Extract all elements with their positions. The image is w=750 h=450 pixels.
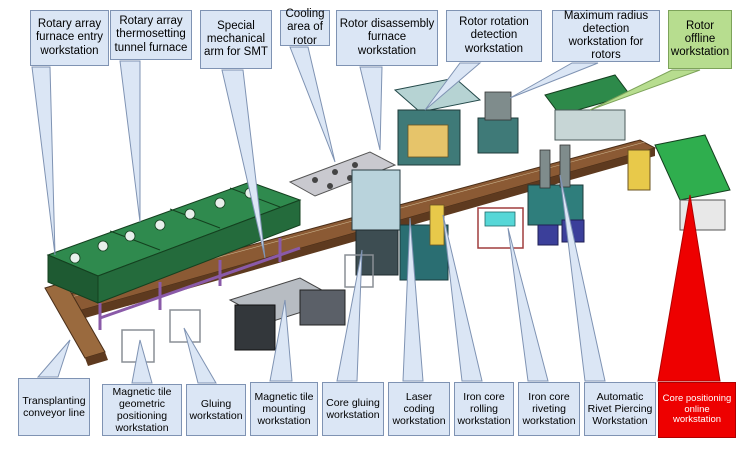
label-text: Rotary array thermosetting tunnel furnac… xyxy=(114,15,188,54)
label-text: Special mechanical arm for SMT xyxy=(204,19,268,59)
label-laser-coding: Laser coding workstation xyxy=(388,382,450,436)
label-text: Cooling area of rotor xyxy=(285,8,325,47)
leader-core-online xyxy=(657,194,721,382)
label-disassembly: Rotor disassembly furnace workstation xyxy=(336,10,438,66)
label-furnace-entry: Rotary array furnace entry workstation xyxy=(30,10,109,66)
leader-disassembly xyxy=(359,66,383,151)
label-smt-arm: Special mechanical arm for SMT xyxy=(200,10,272,69)
leader-smt-arm xyxy=(221,69,266,259)
label-text: Laser coding workstation xyxy=(392,390,446,428)
leader-rivet-piercing xyxy=(559,174,606,382)
furnace-support-frame xyxy=(98,238,301,330)
label-text: Automatic Rivet Piercing Workstation xyxy=(587,390,653,428)
label-text: Iron core riveting workstation xyxy=(522,390,576,428)
leader-rotation-detection xyxy=(424,62,482,111)
piercing-stations xyxy=(527,144,585,246)
label-rivet-piercing: Automatic Rivet Piercing Workstation xyxy=(584,382,656,436)
label-text: Magnetic tile mounting workstation xyxy=(254,390,314,428)
radius-detection-station xyxy=(477,91,519,154)
label-transplanting: Transplanting conveyor line xyxy=(18,378,90,436)
label-text: Magnetic tile geometric positioning work… xyxy=(112,385,172,435)
label-core-gluing: Core gluing workstation xyxy=(322,382,384,436)
leader-core-rolling xyxy=(442,214,483,382)
leader-gluing xyxy=(183,327,217,384)
label-geometric-positioning: Magnetic tile geometric positioning work… xyxy=(102,384,182,436)
disassembly-station xyxy=(351,169,401,276)
label-core-rolling: Iron core rolling workstation xyxy=(454,382,514,436)
label-rotation-detection: Rotor rotation detection workstation xyxy=(446,10,542,62)
leader-rotor-offline xyxy=(589,69,701,111)
leader-mounting xyxy=(269,299,293,382)
leader-radius-detection xyxy=(509,62,599,99)
thermosetting-furnace xyxy=(46,181,302,304)
label-radius-detection: Maximum radius detection workstation for… xyxy=(552,10,660,62)
leader-furnace-entry xyxy=(31,66,56,256)
label-text: Maximum radius detection workstation for… xyxy=(563,9,649,62)
leader-core-riveting xyxy=(507,227,549,382)
label-text: Rotor offline workstation xyxy=(670,19,730,59)
label-core-online: Core positioning online workstation xyxy=(658,382,736,438)
rotor-offline-table xyxy=(544,74,631,141)
cooling-area xyxy=(288,151,397,197)
label-text: Rotor disassembly furnace workstation xyxy=(339,18,435,57)
label-text: Transplanting conveyor line xyxy=(22,394,86,419)
label-text: Iron core rolling workstation xyxy=(457,390,511,428)
label-core-riveting: Iron core riveting workstation xyxy=(518,382,580,436)
label-rotor-offline: Rotor offline workstation xyxy=(668,10,732,69)
label-text: Rotor rotation detection workstation xyxy=(459,16,529,55)
label-gluing: Gluing workstation xyxy=(186,384,246,436)
label-text: Gluing workstation xyxy=(189,397,243,422)
leader-cooling-area xyxy=(289,46,336,163)
leader-core-gluing xyxy=(336,249,363,382)
leader-transplanting xyxy=(36,339,71,378)
label-tile-mounting: Magnetic tile mounting workstation xyxy=(250,382,318,436)
leader-laser-coding xyxy=(402,217,424,382)
label-tunnel-furnace: Rotary array thermosetting tunnel furnac… xyxy=(110,10,192,60)
leader-tunnel-furnace xyxy=(119,60,141,223)
label-cooling-area: Cooling area of rotor xyxy=(280,8,330,47)
leader-positioning xyxy=(131,339,153,384)
label-text: Core gluing workstation xyxy=(326,396,380,421)
label-text: Core positioning online workstation xyxy=(662,392,732,426)
label-text: Rotary array furnace entry workstation xyxy=(35,18,104,57)
